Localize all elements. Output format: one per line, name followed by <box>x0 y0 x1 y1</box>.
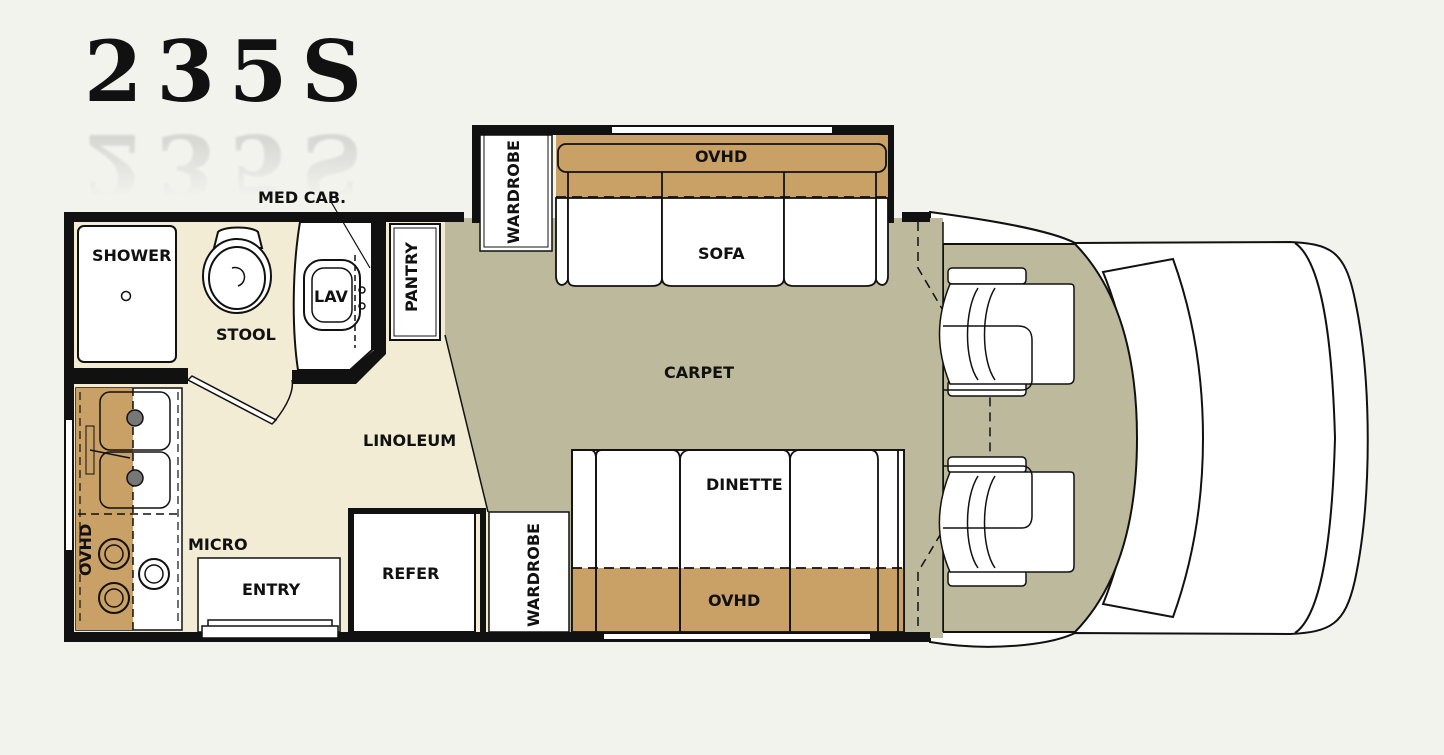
wardrobe-top <box>479 134 553 252</box>
galley <box>75 387 183 631</box>
label-refer: REFER <box>382 564 440 583</box>
sofa <box>555 135 889 287</box>
label-dinette: DINETTE <box>706 475 783 494</box>
lavatory <box>292 199 373 371</box>
pantry <box>389 223 441 341</box>
label-entry: ENTRY <box>242 580 301 599</box>
label-wardrobe-bottom: WARDROBE <box>524 523 543 627</box>
label-ovhd-top: OVHD <box>695 147 748 166</box>
label-shower: SHOWER <box>92 246 172 265</box>
label-lav: LAV <box>314 287 348 306</box>
label-sofa: SOFA <box>698 244 745 263</box>
window-rear <box>66 420 72 550</box>
model-title: 235S <box>84 22 377 121</box>
label-carpet: CARPET <box>664 363 735 382</box>
refrigerator <box>352 512 476 633</box>
label-ovhd-bottom: OVHD <box>708 591 761 610</box>
passenger-seat <box>938 456 1075 587</box>
label-ovhd-galley: OVHD <box>76 523 95 576</box>
toilet <box>202 226 272 314</box>
window-top <box>612 127 832 133</box>
wardrobe-bottom <box>488 511 570 633</box>
label-linoleum: LINOLEUM <box>363 431 457 450</box>
cab-dash-line <box>917 222 991 632</box>
bathroom-door <box>186 375 294 425</box>
shower <box>77 225 177 363</box>
label-stool: STOOL <box>216 325 276 344</box>
label-med-cab: MED CAB. <box>258 188 347 207</box>
driver-seat <box>938 267 1075 397</box>
label-micro: MICRO <box>188 535 248 554</box>
label-wardrobe-top: WARDROBE <box>504 140 523 244</box>
label-pantry: PANTRY <box>402 242 421 312</box>
dinette <box>571 449 905 633</box>
entry-step <box>197 557 341 639</box>
window-bottom <box>604 634 870 639</box>
